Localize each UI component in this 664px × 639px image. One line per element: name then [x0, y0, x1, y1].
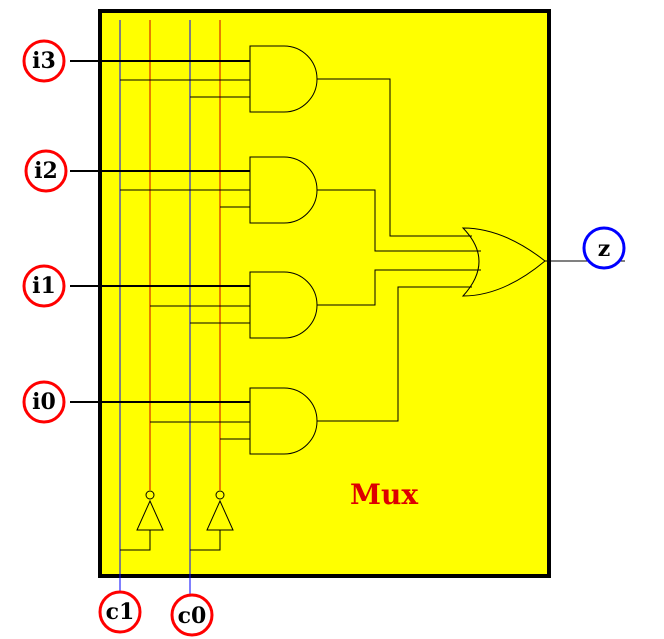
select-taps — [120, 79, 250, 440]
label-i0: i0 — [32, 389, 56, 415]
mux-title: Mux — [350, 478, 418, 511]
pin-c1: c1 — [98, 590, 142, 634]
and-gate-i1 — [249, 271, 318, 339]
and-gate-i2 — [249, 156, 318, 224]
pin-c0: c0 — [170, 593, 214, 637]
inverter-c1 — [120, 490, 164, 551]
or-gate — [461, 227, 546, 297]
and-gate-i3 — [249, 45, 318, 113]
and-to-or-wires — [317, 78, 481, 422]
label-z: z — [598, 236, 611, 262]
select-lines — [119, 20, 221, 602]
pin-i0: i0 — [22, 380, 66, 424]
and-gate-i0 — [249, 387, 318, 455]
pin-z: z — [582, 226, 626, 270]
inverter-c0 — [190, 490, 234, 551]
label-i3: i3 — [32, 48, 56, 74]
pin-i2: i2 — [24, 149, 68, 193]
pin-i3: i3 — [22, 39, 66, 83]
label-c0: c0 — [178, 603, 207, 629]
label-i1: i1 — [32, 273, 56, 299]
and-gates — [249, 45, 318, 455]
input-lines — [70, 60, 250, 403]
label-c1: c1 — [106, 599, 135, 625]
pin-i1: i1 — [22, 264, 66, 308]
mux-box — [98, 9, 551, 578]
label-i2: i2 — [34, 158, 58, 184]
